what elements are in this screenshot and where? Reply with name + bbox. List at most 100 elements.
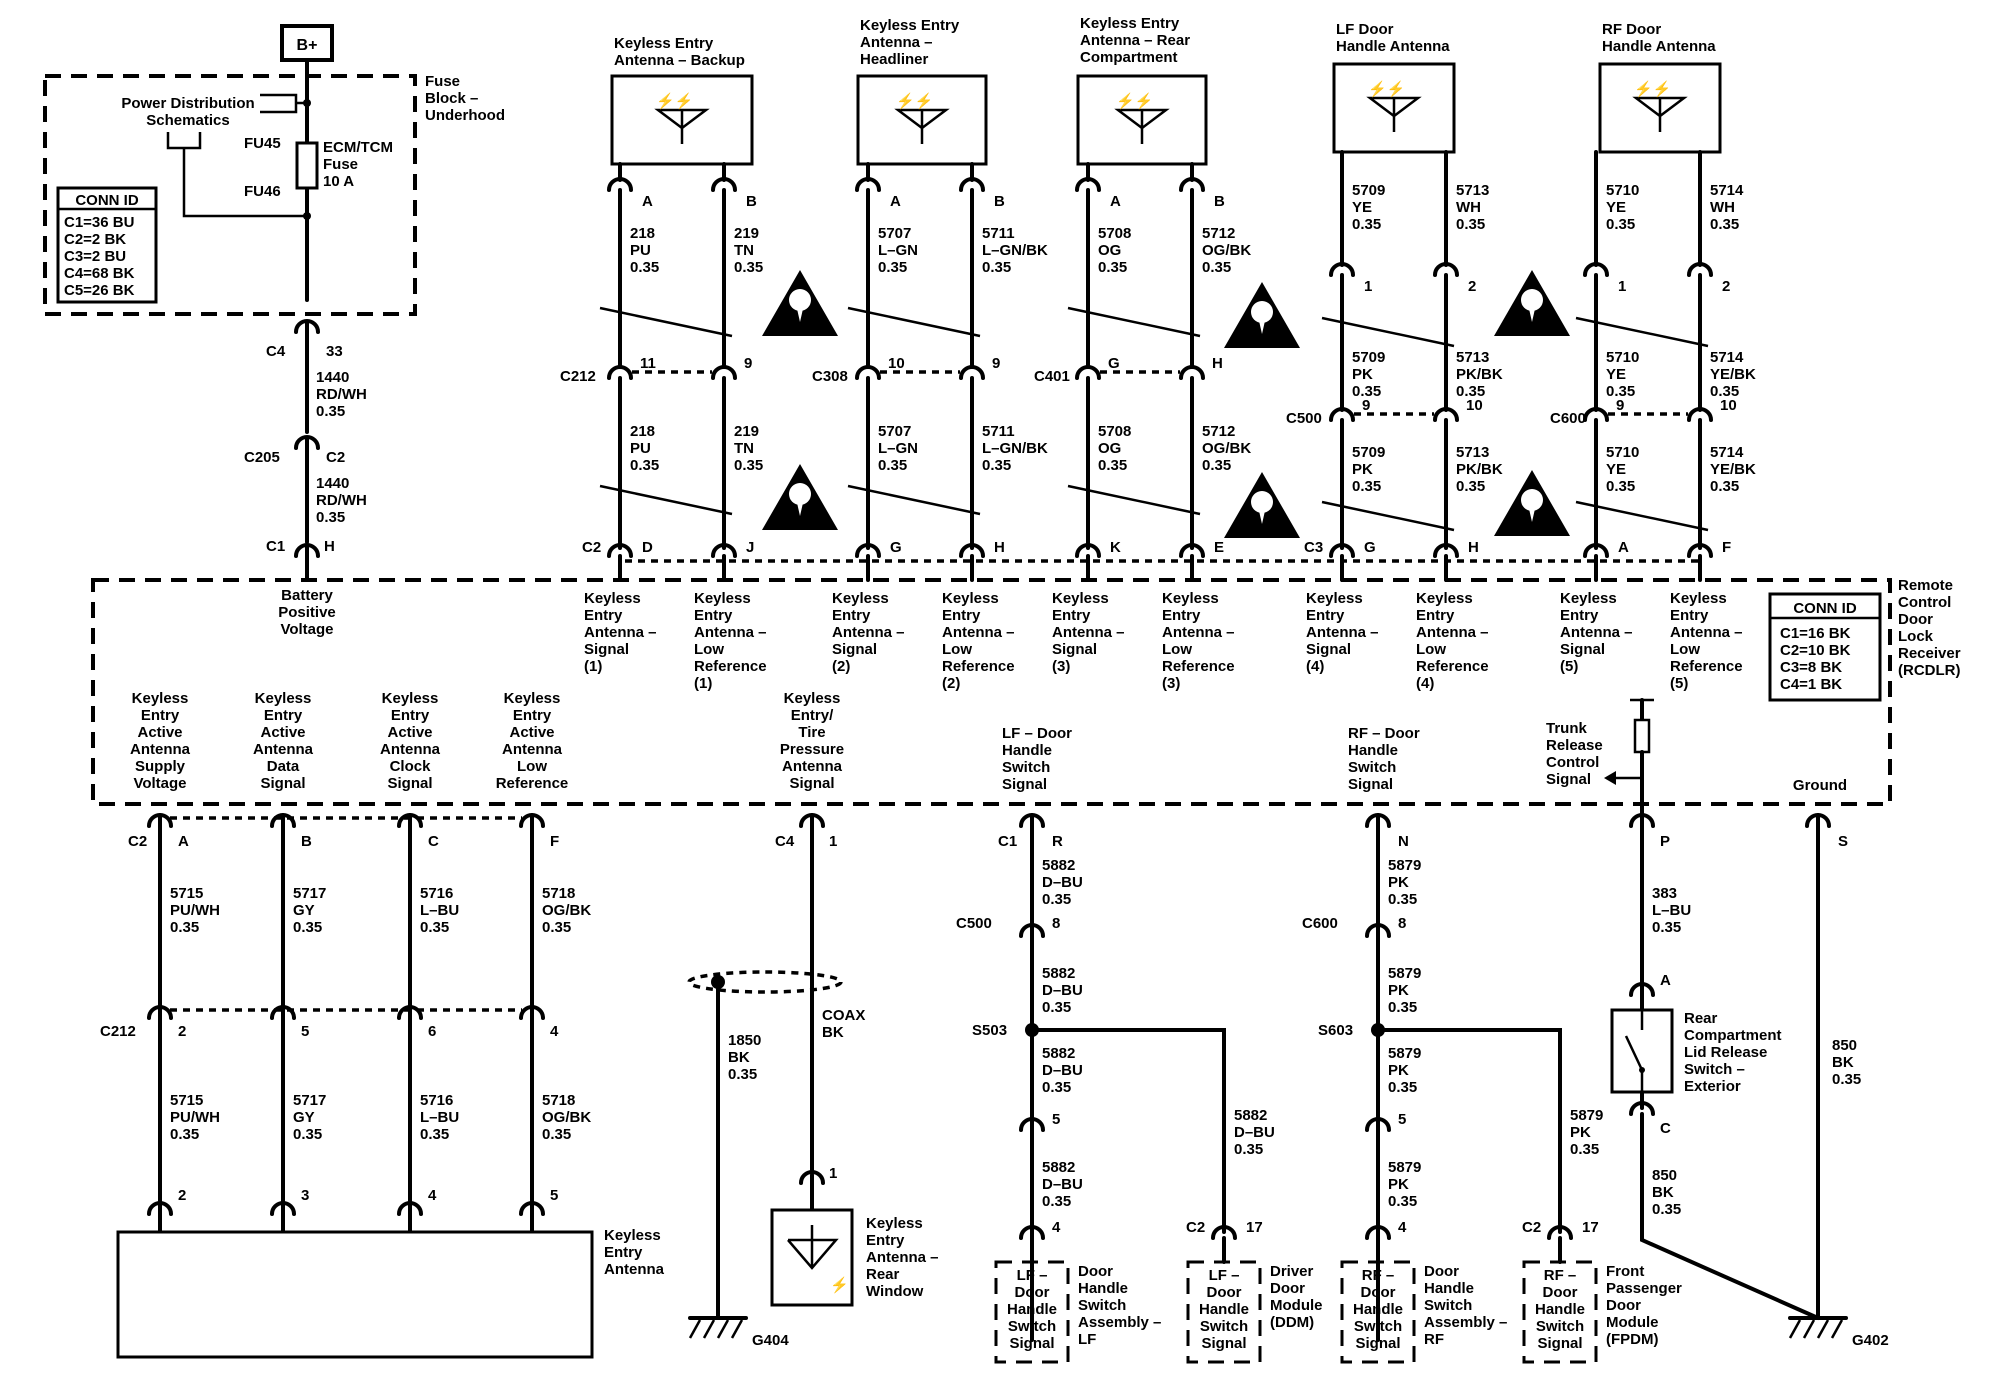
wire-1440-a-color: RD/WH [316,386,367,403]
active-label-1-1: Keyless [132,690,189,707]
rcdlr-name-4: Lock [1898,628,1934,645]
antenna-3-wire-a1-1: 5708 [1098,225,1131,242]
lf-door-module-text-4: Switch [1200,1318,1248,1335]
antenna-4-wire-a1b-1: 5709 [1352,349,1385,366]
antenna-1-wire-b1-3: 0.35 [734,259,763,276]
rcdlr-c1-label: C1 [266,538,285,555]
rf-wire1-3: 0.35 [1388,891,1417,908]
coax-color: BK [822,1024,844,1041]
antenna-2-title-3: Headliner [860,51,929,68]
antenna-5-wire-a1-2: YE [1606,199,1626,216]
antenna-3-wire-b2-3: 0.35 [1202,457,1231,474]
antenna-3-rcdlr-pin-b: E [1214,539,1224,556]
antenna-4-rcdlr-connector: C3 [1304,539,1323,556]
rcdlr-conn-id-title: CONN ID [1793,600,1857,617]
active-wire2-2-3: 0.35 [293,1126,322,1143]
antenna-4-low-ref-label-3: Antenna – [1416,624,1489,641]
antenna-4-box: ⚡⚡ [1332,62,1456,154]
fuse-block-label-3: Underhood [425,107,505,124]
lf-connector: C500 [956,915,992,932]
rf-wire1-1: 5879 [1388,857,1421,874]
tpm-c4-label: C4 [775,833,795,850]
antenna-3-low-ref-label-2: Entry [1162,607,1201,624]
antenna-1-title-1: Keyless Entry [614,35,714,52]
antenna-4-rcdlr-pin-b: H [1468,539,1479,556]
antenna-4-wire-b1b-1: 5713 [1456,349,1489,366]
active-wire1-3-3: 0.35 [420,919,449,936]
battery-positive-label-1: Battery [281,587,333,604]
active-wire2-4-2: OG/BK [542,1109,591,1126]
tire-pressure-antenna-circuit: Keyless Entry/ Tire Pressure Antenna Sig… [687,690,939,1349]
antenna-1-wire-b2-1: 219 [734,423,759,440]
antenna-5-low-ref-label-2: Entry [1670,607,1709,624]
lf-wire2-1: 5882 [1042,965,1075,982]
rf-door-handle-circuit: RF – DoorHandleSwitchSignalN5879PK0.35C6… [1302,725,1682,1364]
rear-window-name-1: Keyless [866,1215,923,1232]
g402-ground-icon [1788,1316,1848,1339]
antenna-3-box-rf-icon: ⚡⚡ [1116,92,1153,110]
antenna-1-wire-b2-3: 0.35 [734,457,763,474]
antenna-5-signal-label-4: Signal [1560,641,1605,658]
antenna-5-wire-a2-3: 0.35 [1606,478,1635,495]
rf-splice-label: S603 [1318,1022,1353,1039]
power-supply-section: B+ Fuse Block – Underhood Power Distribu… [43,24,505,638]
lf-signal-label-1: LF – Door [1002,725,1072,742]
antenna-2-title-1: Keyless Entry [860,17,960,34]
lf-wire2-2: D–BU [1042,982,1083,999]
antenna-2-low-ref-label-3: Antenna – [942,624,1015,641]
wire-383: 383 [1652,885,1677,902]
lf-wire1-3: 0.35 [1042,891,1071,908]
rcdlr-conn-id-3: C3=8 BK [1780,659,1842,676]
switch-name-5: Exterior [1684,1078,1741,1095]
antenna-1-rcdlr-connector: C2 [582,539,601,556]
antenna-2-wire-b2-1: 5711 [982,423,1015,440]
rcdlr-name-3: Door [1898,611,1933,628]
antenna-3-caution-icon-2 [1224,472,1300,538]
rear-window-name-3: Antenna – [866,1249,939,1266]
tpm-label-1: Keyless [784,690,841,707]
rear-window-name-4: Rear [866,1266,900,1283]
antenna-4-wire-b1-2: WH [1456,199,1481,216]
active-rcdlr-connector: C2 [128,833,147,850]
antenna-2-signal-label-4: Signal [832,641,877,658]
antenna-4-wire-b1b-2: PK/BK [1456,366,1503,383]
lf-pin5: 5 [1052,1111,1060,1128]
tpm-c4-pin: 1 [829,833,837,850]
fuse-block-underhood [43,74,417,316]
rcdlr-conn-id-1: C1=16 BK [1780,625,1851,642]
antenna-4-wire-a1-3: 0.35 [1352,216,1381,233]
lf-wire1-2: D–BU [1042,874,1083,891]
antenna-4-conn-pin-a: 9 [1362,397,1370,414]
fuse-block-conn-id-title: CONN ID [75,192,139,209]
antenna-2-box: ⚡⚡ [856,74,988,166]
active-ant-pin-1: 2 [178,1187,186,1204]
antenna-5-box: ⚡⚡ [1598,62,1722,154]
antenna-2-signal-label-1: Keyless [832,590,889,607]
antenna-3-wire-a2-3: 0.35 [1098,457,1127,474]
antenna-1-pin-a: A [642,193,653,210]
antenna-5-wire-b1b-2: YE/BK [1710,366,1756,383]
antenna-5-signal-label-5: (5) [1560,658,1578,675]
active-wire2-1-2: PU/WH [170,1109,220,1126]
antenna-3-low-ref-label-4: Low [1162,641,1192,658]
antenna-3-title-1: Keyless Entry [1080,15,1180,32]
active-wire1-2-1: 5717 [293,885,326,902]
power-distribution-label-2: Schematics [146,112,229,129]
rf-branch-wire-2: PK [1570,1124,1591,1141]
active-label-2-6: Signal [260,775,305,792]
antenna-5-wire-a2-2: YE [1606,461,1626,478]
rf-door-module-text-5: Signal [1537,1335,1582,1352]
antenna-3-wire-a1-2: OG [1098,242,1121,259]
active-label-2-5: Data [267,758,300,775]
switch-name-2: Compartment [1684,1027,1782,1044]
active-label-4-5: Low [517,758,547,775]
trunk-resistor [1633,718,1651,754]
lf-branch-wire-2: D–BU [1234,1124,1275,1141]
keyless-entry-antenna-box [116,1230,594,1359]
rf-wire2-2: PK [1388,982,1409,999]
antenna-1-signal-label-2: Entry [584,607,623,624]
antenna-1-title-2: Antenna – Backup [614,52,745,69]
antenna-2-wire-a2-3: 0.35 [878,457,907,474]
trunk-release-circuit: Trunk Release Control Signal P 383 L–BU … [1546,698,1820,1320]
